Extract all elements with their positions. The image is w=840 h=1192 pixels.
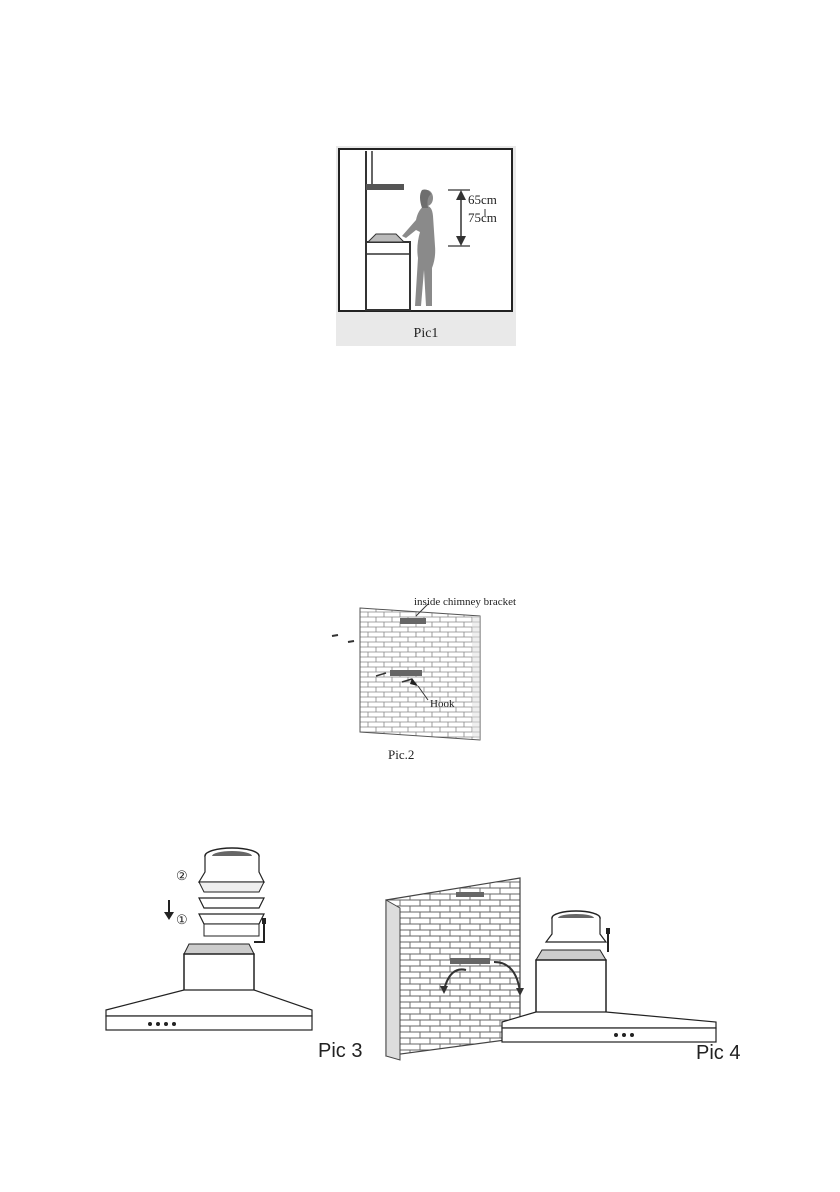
pic2-illustration	[328, 592, 528, 742]
pic1-caption: Pic1	[336, 326, 516, 342]
pic4-figure: Pic 4	[380, 870, 750, 1070]
chimney-bracket	[400, 618, 426, 624]
hood-shape	[366, 184, 404, 190]
pic2-figure: inside chimney bracket Hook Pic.2	[328, 592, 528, 764]
gasket-layer	[199, 898, 264, 908]
dim-top-label: 65cm	[468, 192, 497, 208]
marker-2: ②	[176, 868, 188, 884]
dim-bottom-label: 75cm	[468, 210, 497, 226]
pic3-figure: ② ① Pic 3	[104, 842, 374, 1068]
wall-hook	[450, 958, 490, 964]
pic4-caption: Pic 4	[696, 1042, 740, 1065]
pic1-figure: 65cm 75cm Pic1	[336, 146, 516, 346]
pic1-illustration	[336, 146, 516, 346]
marker-1: ①	[176, 912, 188, 928]
hook-label: Hook	[430, 698, 454, 710]
bracket-label: inside chimney bracket	[414, 596, 516, 608]
pic3-illustration	[104, 842, 314, 1052]
stove-cabinet	[366, 242, 410, 310]
hook-bracket	[390, 670, 422, 676]
hood-panel	[106, 1016, 312, 1030]
pic4-illustration	[380, 870, 720, 1066]
pic2-caption: Pic.2	[388, 747, 414, 763]
pic3-caption: Pic 3	[318, 1040, 362, 1063]
brick-wall	[386, 878, 520, 1056]
